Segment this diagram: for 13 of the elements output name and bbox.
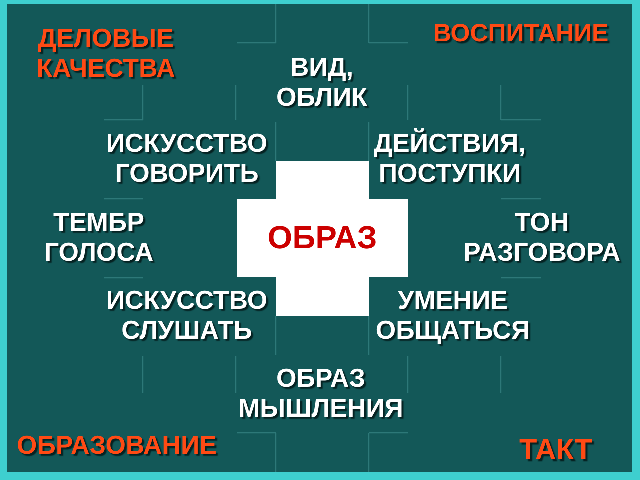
concept-label: ДЕЙСТВИЯ, ПОСТУПКИ xyxy=(374,129,526,189)
category-heading: ВОСПИТАНИЕ xyxy=(433,20,609,48)
concept-label: ТОН РАЗГОВОРА xyxy=(464,208,620,268)
concept-label: УМЕНИЕ ОБЩАТЬСЯ xyxy=(376,286,530,346)
concept-label: ОБРАЗ МЫШЛЕНИЯ xyxy=(238,364,404,424)
category-heading: ОБРАЗОВАНИЕ xyxy=(17,431,217,461)
category-heading: ТАКТ xyxy=(520,434,592,468)
concept-label: ТЕМБР ГОЛОСА xyxy=(44,208,154,268)
central-concept: ОБРАЗ xyxy=(268,219,378,256)
concept-label: ИСКУССТВО СЛУШАТЬ xyxy=(106,286,268,346)
concept-label: ИСКУССТВО ГОВОРИТЬ xyxy=(106,129,268,189)
category-heading: ДЕЛОВЫЕ КАЧЕСТВА xyxy=(36,24,176,84)
concept-label: ВИД, ОБЛИК xyxy=(276,53,368,113)
